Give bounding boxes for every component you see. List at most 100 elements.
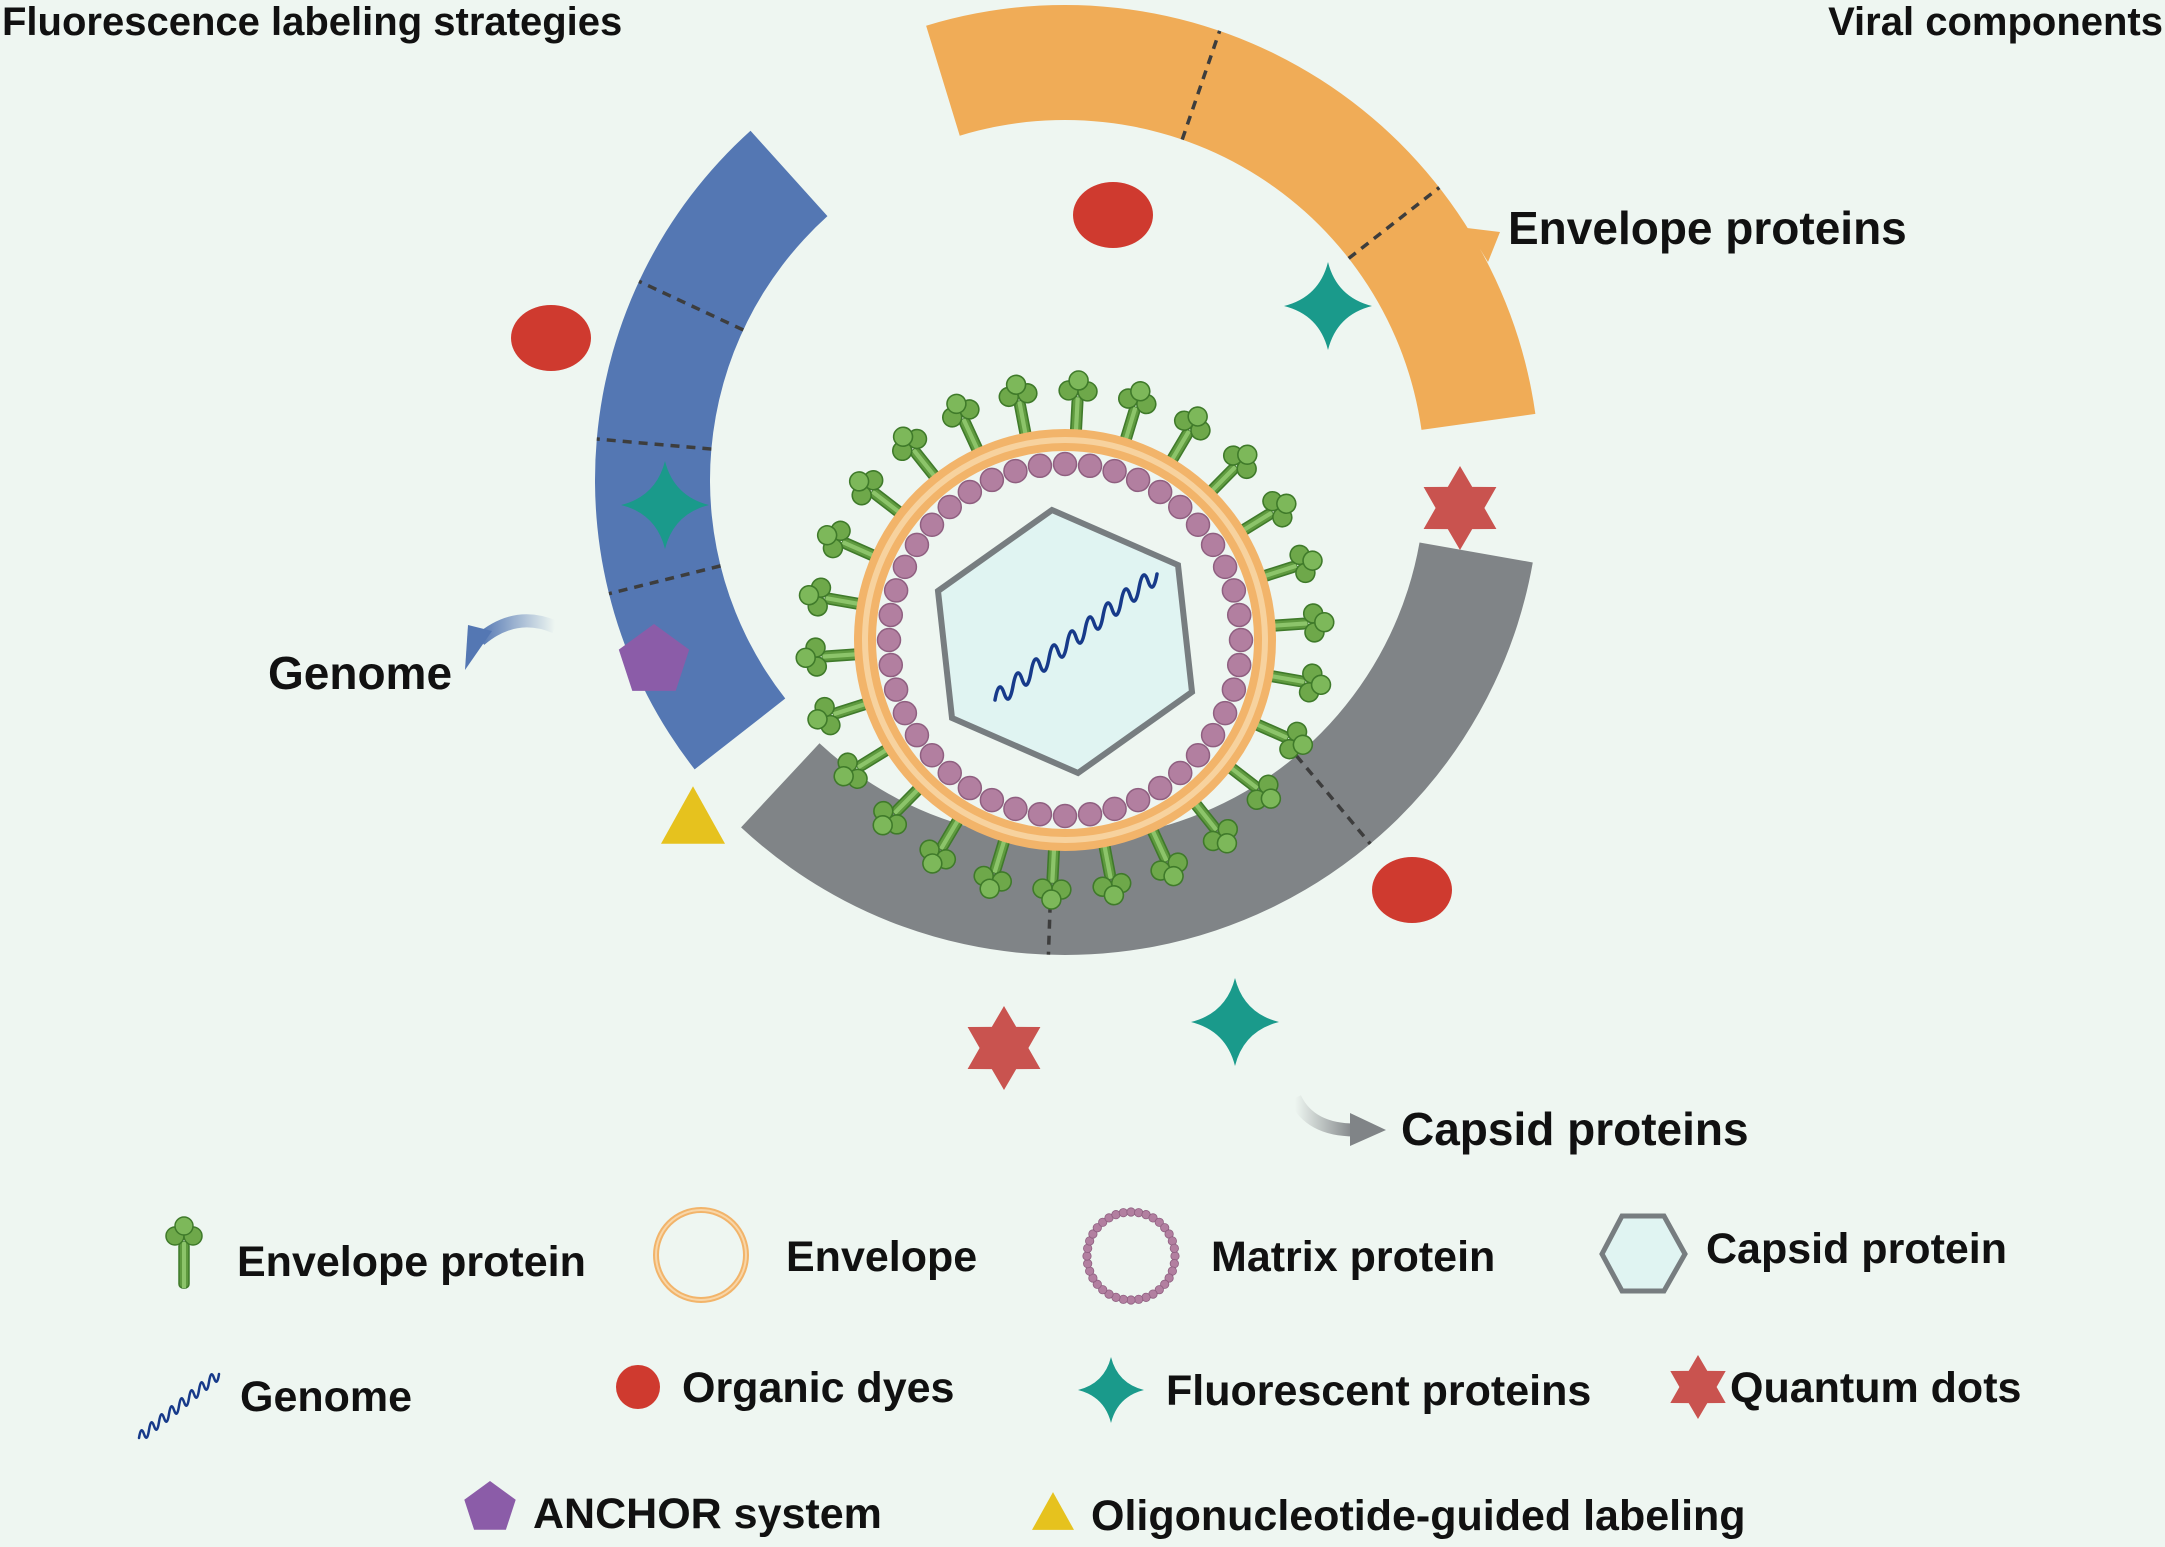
matrix-protein — [1003, 796, 1028, 822]
legend-label-oligonucleotide-labeling: Oligonucleotide-guided labeling — [1091, 1492, 1746, 1540]
matrix-protein — [1077, 801, 1103, 827]
matrix-protein-icon — [1148, 1213, 1158, 1223]
matrix-protein — [1200, 532, 1226, 558]
band-divider — [638, 279, 745, 332]
matrix-protein — [904, 532, 930, 558]
matrix-protein — [883, 677, 909, 702]
matrix-protein — [1077, 453, 1103, 479]
envelope-icon-inner — [655, 1209, 747, 1301]
matrix-protein — [878, 652, 904, 678]
fluorescent-protein-icon — [621, 461, 709, 549]
quantum-dot-icon — [967, 1006, 1041, 1090]
matrix-protein — [1168, 494, 1193, 520]
matrix-protein — [892, 554, 918, 580]
band-divider — [1295, 754, 1372, 845]
anchor-system-icon — [464, 1481, 516, 1530]
matrix-protein — [876, 627, 902, 653]
matrix-protein — [1102, 458, 1127, 484]
fluorescent-protein-icon — [1284, 262, 1372, 350]
legend-label-anchor-system: ANCHOR system — [533, 1490, 882, 1538]
legend-label-genome: Genome — [240, 1373, 413, 1421]
matrix-protein-icon — [1098, 1285, 1108, 1295]
matrix-protein-icon — [1082, 1251, 1092, 1261]
matrix-protein — [904, 722, 930, 748]
matrix-protein — [1200, 722, 1226, 748]
organic-dye-icon — [616, 1365, 660, 1409]
envelope-protein-spike — [1032, 833, 1072, 910]
fluorescent-protein-icon — [1191, 978, 1279, 1066]
envelope-callout-arrow — [1418, 228, 1500, 285]
matrix-protein-icon — [1098, 1217, 1108, 1227]
anchor-system-icon — [618, 624, 690, 691]
organic-dye-icon — [1073, 182, 1153, 248]
matrix-protein-icon — [1169, 1243, 1179, 1253]
matrix-protein — [1027, 453, 1053, 479]
legend-label-fluorescent-proteins: Fluorescent proteins — [1166, 1367, 1592, 1415]
band-divider — [1180, 30, 1222, 141]
oligonucleotide-icon — [661, 786, 725, 844]
matrix-protein — [1052, 803, 1078, 829]
matrix-protein-icon — [1154, 1217, 1164, 1227]
oligonucleotide-icon — [1032, 1492, 1074, 1530]
matrix-protein — [957, 479, 983, 505]
envelope-protein-spike — [798, 577, 875, 617]
matrix-protein — [1226, 602, 1252, 628]
matrix-protein — [919, 743, 945, 768]
matrix-protein — [1185, 743, 1211, 768]
legend-label-capsid-protein: Capsid protein — [1706, 1225, 2008, 1273]
legend-label-envelope: Envelope — [786, 1233, 978, 1281]
envelope-membrane-inner — [862, 437, 1268, 843]
matrix-protein — [1212, 554, 1238, 580]
matrix-protein — [1226, 652, 1252, 678]
matrix-protein — [878, 602, 904, 628]
envelope-band — [926, 5, 1536, 430]
quantum-dot-icon — [1423, 466, 1497, 550]
matrix-protein — [1027, 801, 1053, 827]
band-divider — [596, 437, 712, 451]
matrix-protein — [1125, 467, 1151, 493]
capsid-callout-arrow — [1289, 1094, 1386, 1146]
capsid-icon — [1599, 1213, 1688, 1294]
matrix-protein-icon — [1126, 1295, 1136, 1305]
matrix-protein — [937, 760, 962, 786]
legend-label-organic-dyes: Organic dyes — [682, 1364, 955, 1412]
genome-strand — [993, 572, 1159, 702]
envelope-proteins-callout: Envelope proteins — [1508, 202, 1907, 254]
matrix-protein — [1221, 677, 1247, 702]
genome-icon — [137, 1372, 221, 1440]
matrix-protein — [1221, 578, 1247, 603]
components-heading: Viral components — [1828, 0, 2163, 44]
matrix-protein-icon — [1092, 1223, 1102, 1233]
matrix-protein — [1052, 451, 1078, 477]
capsid-proteins-callout: Capsid proteins — [1401, 1103, 1749, 1155]
envelope-protein-icon — [165, 1216, 203, 1289]
legend-label-envelope-protein: Envelope protein — [237, 1238, 586, 1286]
matrix-protein — [1003, 458, 1028, 484]
genome-callout-arrow — [465, 614, 558, 670]
matrix-protein-icon — [1160, 1279, 1170, 1289]
matrix-protein — [1185, 512, 1211, 537]
matrix-protein — [1125, 787, 1151, 813]
matrix-protein-icon — [1160, 1223, 1170, 1233]
matrix-protein — [1168, 760, 1193, 786]
genome-callout: Genome — [268, 647, 453, 699]
matrix-protein-icon — [1104, 1289, 1114, 1299]
matrix-protein-icon — [1134, 1294, 1144, 1304]
matrix-protein-icon — [1154, 1285, 1164, 1295]
matrix-protein — [957, 775, 983, 801]
virus-particle — [795, 370, 1335, 910]
band-divider — [1347, 186, 1441, 260]
matrix-protein-icon — [1088, 1229, 1098, 1239]
organic-dye-icon — [1372, 857, 1452, 923]
matrix-protein — [1228, 627, 1254, 653]
band-divider — [608, 564, 721, 596]
matrix-protein-icon — [1126, 1207, 1136, 1217]
envelope-protein-spike — [816, 520, 889, 566]
matrix-protein — [883, 578, 909, 603]
legend-icons — [137, 1207, 1726, 1530]
matrix-protein — [979, 787, 1005, 813]
fluorescent-protein-icon — [1078, 1357, 1144, 1423]
matrix-protein — [892, 700, 918, 726]
matrix-protein — [937, 494, 962, 520]
